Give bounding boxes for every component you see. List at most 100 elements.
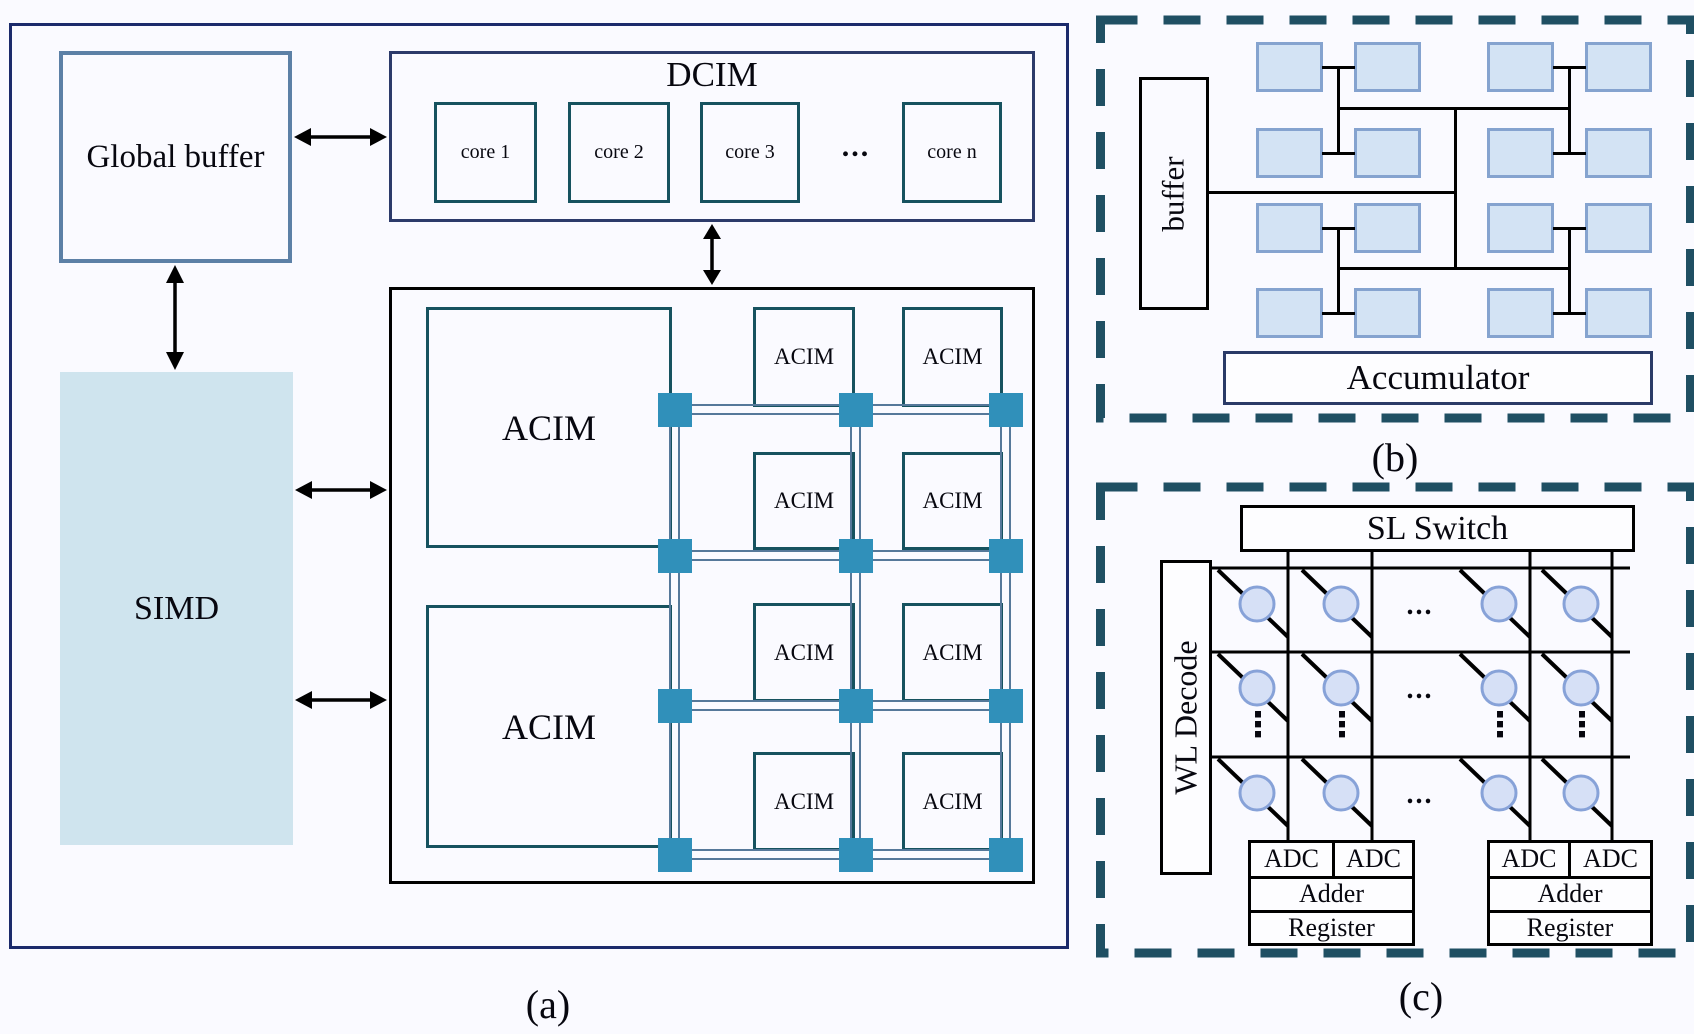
acim-tile-label: ACIM: [922, 344, 983, 369]
core-n-label: core n: [927, 141, 977, 163]
pe-square: [1487, 288, 1554, 338]
noc-router: [989, 689, 1023, 723]
adc-label: ADC: [1346, 844, 1401, 874]
panel-a-label: (a): [525, 981, 571, 1027]
crossbar-vellipsis-col4: ⋮: [1565, 705, 1599, 745]
crossbar-array: [1212, 552, 1630, 840]
pe-square: [1585, 203, 1652, 253]
panel-a-outer-box: [9, 23, 1069, 949]
memory-cell: [1322, 774, 1360, 812]
memory-cell: [1238, 669, 1276, 707]
noc-router: [658, 689, 692, 723]
register-label: Register: [1526, 913, 1614, 942]
pe-square: [1354, 128, 1421, 178]
core-2-label: core 2: [594, 141, 644, 163]
register-row: Register: [1490, 910, 1650, 943]
noc-router: [839, 539, 873, 573]
memory-cell: [1480, 774, 1518, 812]
buffer-label: buffer: [1156, 155, 1192, 232]
acim-tile-label: ACIM: [922, 639, 983, 665]
pe-square: [1354, 42, 1421, 92]
noc-router: [839, 838, 873, 872]
arrow-globalbuffer-simd-icon: [166, 265, 184, 370]
acim-large-bottom-label: ACIM: [501, 706, 596, 747]
pe-square: [1256, 203, 1323, 253]
sl-switch-box: SL Switch: [1240, 505, 1635, 552]
acim-tile-r2c1: ACIM: [753, 452, 855, 550]
buffer-box: [1139, 77, 1209, 310]
crossbar-ellipsis-row2: ...: [1406, 674, 1434, 705]
adc-cell: ADC: [1571, 843, 1650, 876]
memory-cell: [1322, 669, 1360, 707]
readout-stack-left: ADC ADC Adder Register: [1248, 840, 1415, 946]
noc-router: [658, 838, 692, 872]
sl-switch-label: SL Switch: [1366, 509, 1509, 547]
acim-tile-r4c2: ACIM: [902, 752, 1003, 851]
arrow-simd-acim-top-icon: [295, 481, 387, 499]
register-row: Register: [1251, 910, 1412, 943]
readout-stack-right: ADC ADC Adder Register: [1487, 840, 1653, 946]
adder-row: Adder: [1251, 875, 1412, 911]
adc-label: ADC: [1264, 844, 1319, 874]
pe-square: [1256, 128, 1323, 178]
pe-square: [1256, 288, 1323, 338]
memory-cell: [1562, 585, 1600, 623]
adc-cell: ADC: [1335, 843, 1412, 876]
simd-box: SIMD: [60, 372, 293, 845]
noc-router: [839, 393, 873, 427]
adc-label: ADC: [1583, 844, 1638, 874]
wl-decode-label-wrap: WL Decode: [1160, 560, 1212, 875]
adder-row: Adder: [1490, 875, 1650, 911]
global-buffer-box: Global buffer: [59, 51, 292, 263]
pe-square: [1487, 128, 1554, 178]
panel-c-label: (c): [1398, 973, 1444, 1019]
adc-row: ADC ADC: [1251, 843, 1412, 876]
pe-square: [1354, 203, 1421, 253]
noc-router: [989, 539, 1023, 573]
buffer-label-wrap: buffer: [1139, 77, 1209, 310]
panel-c-dashed-border: [1096, 482, 1694, 958]
core-3-label: core 3: [725, 141, 775, 163]
adder-label: Adder: [1537, 879, 1603, 909]
pe-square: [1585, 288, 1652, 338]
noc-router: [658, 539, 692, 573]
acim-large-top: ACIM: [426, 307, 672, 548]
noc-router: [989, 393, 1023, 427]
accumulator-box: Accumulator: [1223, 351, 1653, 405]
panel-b-label: (b): [1371, 434, 1419, 480]
dcim-box: [389, 51, 1035, 222]
arrow-dcim-acim-icon: [703, 224, 721, 285]
crossbar-vellipsis-col2: ⋮: [1325, 705, 1359, 745]
acim-tile-r1c1: ACIM: [753, 307, 855, 407]
core-1-label: core 1: [460, 141, 511, 163]
memory-cell: [1322, 585, 1360, 623]
crossbar-vellipsis-col1: ⋮: [1241, 705, 1275, 745]
htree-wire: [1568, 227, 1571, 315]
accumulator-label: Accumulator: [1346, 358, 1530, 397]
dcim-core-1: core 1: [434, 102, 537, 203]
arrow-simd-acim-bottom-icon: [295, 691, 387, 709]
acim-tile-r3c2: ACIM: [902, 603, 1003, 702]
buffer-trunk: [1209, 191, 1455, 194]
global-buffer-label: Global buffer: [86, 138, 265, 175]
crossbar-vellipsis-col3: ⋮: [1483, 705, 1517, 745]
pe-square: [1256, 42, 1323, 92]
pe-square: [1487, 42, 1554, 92]
noc-router: [839, 689, 873, 723]
memory-cell: [1562, 774, 1600, 812]
simd-label: SIMD: [133, 589, 220, 627]
pe-square: [1354, 288, 1421, 338]
acim-tile-label: ACIM: [773, 488, 835, 513]
acim-tile-label: ACIM: [773, 788, 835, 814]
htree-trunk: [1454, 107, 1457, 270]
htree-wire: [1568, 66, 1571, 155]
memory-cell: [1480, 669, 1518, 707]
noc-bus-vertical-2: [850, 410, 861, 857]
dcim-core-3: core 3: [700, 102, 800, 203]
dcim-ellipsis: ...: [841, 130, 871, 163]
wl-decode-label: WL Decode: [1167, 640, 1204, 795]
crossbar-ellipsis-row1: ...: [1406, 590, 1434, 621]
pe-square: [1585, 42, 1652, 92]
pe-square: [1585, 128, 1652, 178]
